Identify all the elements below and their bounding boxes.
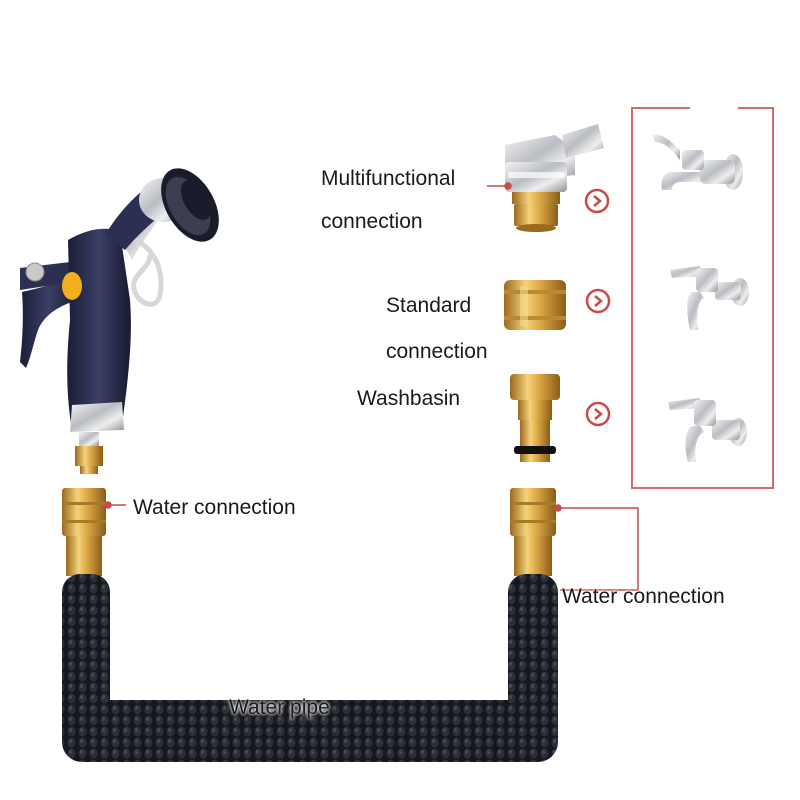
label-water-connection-right: Water connection xyxy=(562,585,725,608)
arrow-circle-icon xyxy=(585,288,611,314)
label-standard-line2: connection xyxy=(386,340,488,363)
arrow-circle-icon xyxy=(584,188,610,214)
brass-connector-icon xyxy=(505,124,604,232)
label-water-connection-left: Water connection xyxy=(133,496,296,519)
faucet-icon xyxy=(652,134,743,190)
label-multifunctional-line1: Multifunctional xyxy=(321,167,456,190)
faucet-icon xyxy=(668,398,747,462)
label-water-pipe: Water pipe xyxy=(229,696,330,719)
spray-gun-icon xyxy=(20,168,219,474)
brass-connector-icon xyxy=(504,280,566,330)
brass-connector-icon xyxy=(510,488,556,576)
brass-connector-icon xyxy=(510,374,560,462)
water-pipe-hose xyxy=(62,574,558,762)
faucet-icon xyxy=(670,266,749,330)
label-multifunctional-line2: connection xyxy=(321,210,423,233)
brass-connector-icon xyxy=(62,488,106,576)
arrow-circle-icon xyxy=(585,401,611,427)
leader-lines xyxy=(104,182,639,591)
faucet-frame xyxy=(631,107,774,489)
label-washbasin: Washbasin xyxy=(357,387,461,410)
label-standard-line1: Standard xyxy=(386,294,472,317)
